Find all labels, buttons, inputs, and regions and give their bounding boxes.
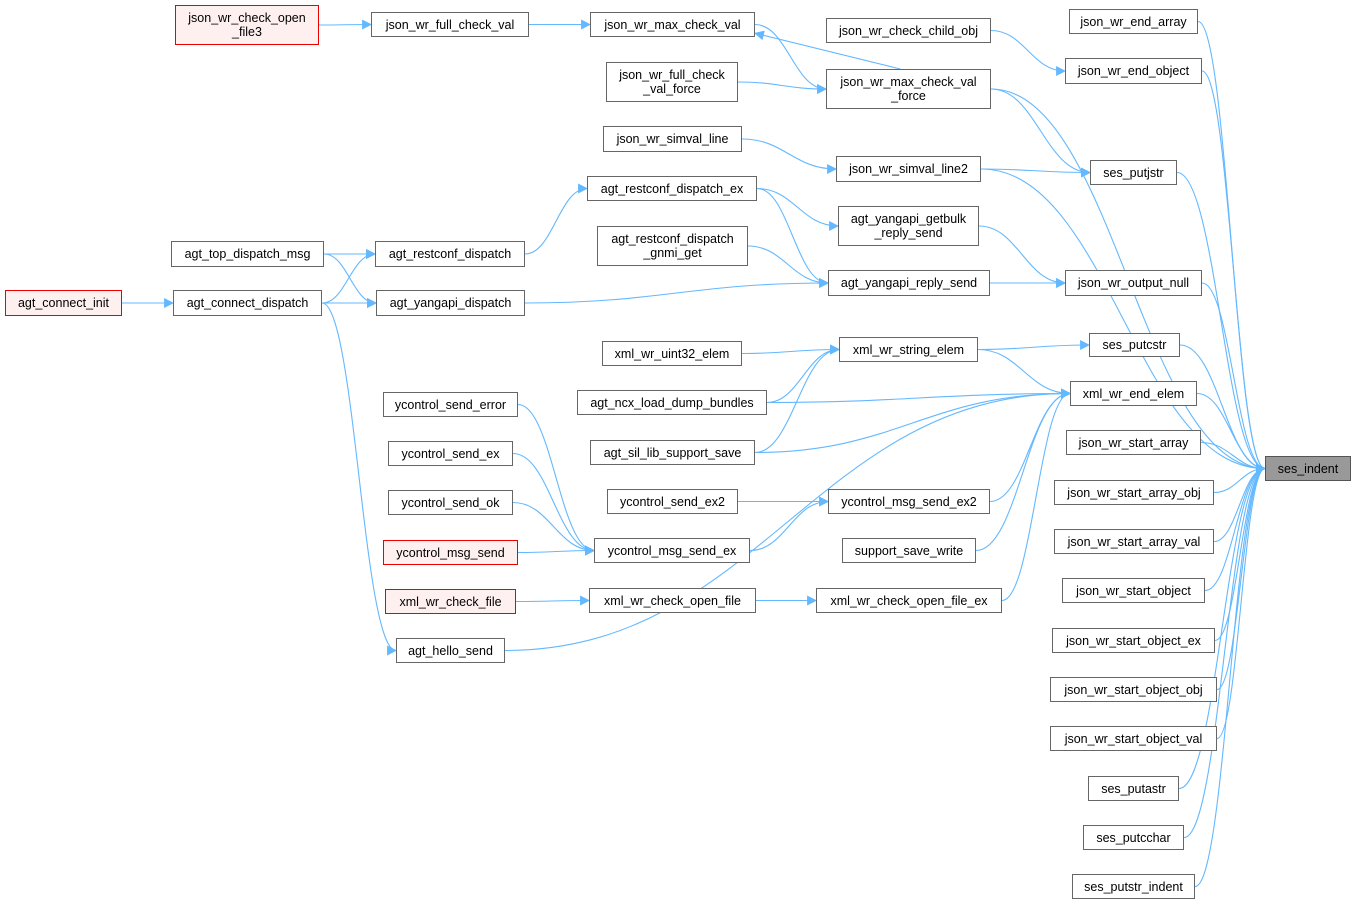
node-json-wr-output-null[interactable]: json_wr_output_null xyxy=(1065,270,1202,296)
edge-json_wr_max_check_val-to-json_wr_max_check_val_force xyxy=(754,23,827,94)
edge-agt_restconf_dispatch_ex-to-agt_yangapi_getbulk_reply_send xyxy=(756,187,839,231)
edge-json_wr_output_null-to-ses_indent xyxy=(1201,282,1266,474)
node-xml-wr-string-elem[interactable]: xml_wr_string_elem xyxy=(839,337,978,362)
edge-xml_wr_string_elem-to-xml_wr_end_elem xyxy=(977,348,1071,399)
node-ycontrol-send-ex[interactable]: ycontrol_send_ex xyxy=(388,441,513,466)
node-ses-indent[interactable]: ses_indent xyxy=(1265,456,1351,481)
node-json-wr-max-check-val[interactable]: json_wr_max_check_val xyxy=(590,12,755,37)
edge-agt_restconf_dispatch_ex-to-agt_yangapi_reply_send xyxy=(756,187,829,288)
edge-json_wr_simval_line-to-json_wr_simval_line2 xyxy=(741,138,837,174)
node-json-wr-start-array-obj[interactable]: json_wr_start_array_obj xyxy=(1054,480,1214,505)
node-json-wr-end-object[interactable]: json_wr_end_object xyxy=(1065,58,1202,84)
node-agt-ncx-load-dump-bundles[interactable]: agt_ncx_load_dump_bundles xyxy=(577,390,767,415)
edge-json_wr_end_object-to-ses_indent xyxy=(1201,70,1266,474)
edge-json_wr_max_check_val_force-to-json_wr_max_check_val xyxy=(754,30,901,70)
edge-agt_restconf_dispatch_gnmi_get-to-agt_yangapi_reply_send xyxy=(747,245,829,288)
edge-ycontrol_send_error-to-ycontrol_msg_send_ex xyxy=(517,403,595,556)
node-json-wr-start-object-obj[interactable]: json_wr_start_object_obj xyxy=(1050,677,1217,702)
edge-json_wr_start_object_ex-to-ses_indent xyxy=(1214,463,1266,642)
node-ses-putjstr[interactable]: ses_putjstr xyxy=(1090,160,1177,185)
node-ses-putcstr[interactable]: ses_putcstr xyxy=(1089,333,1180,357)
edge-agt_top_dispatch_msg-to-agt_yangapi_dispatch xyxy=(323,253,377,308)
node-ses-putcchar[interactable]: ses_putcchar xyxy=(1083,825,1184,850)
edge-json_wr_simval_line2-to-ses_indent xyxy=(980,168,1266,474)
node-json-wr-simval-line2[interactable]: json_wr_simval_line2 xyxy=(836,156,981,182)
node-ycontrol-msg-send-ex2[interactable]: ycontrol_msg_send_ex2 xyxy=(828,489,990,514)
node-json-wr-full-check-val[interactable]: json_wr_full_check_val xyxy=(371,12,529,37)
node-xml-wr-check-file[interactable]: xml_wr_check_file xyxy=(385,589,516,614)
edge-support_save_write-to-xml_wr_end_elem xyxy=(975,388,1071,552)
edge-json_wr_check_child_obj-to-json_wr_end_object xyxy=(990,29,1066,76)
node-ycontrol-send-ex2[interactable]: ycontrol_send_ex2 xyxy=(607,489,738,514)
edge-ses_putstr_indent-to-ses_indent xyxy=(1194,463,1266,888)
node-agt-yangapi-dispatch[interactable]: agt_yangapi_dispatch xyxy=(376,290,525,316)
node-json-wr-full-check-val-force[interactable]: json_wr_full_check _val_force xyxy=(606,62,738,102)
node-ses-putstr-indent[interactable]: ses_putstr_indent xyxy=(1072,874,1195,899)
edge-agt_connect_dispatch-to-agt_hello_send xyxy=(321,302,397,656)
edge-agt_hello_send-to-xml_wr_end_elem xyxy=(504,388,1071,652)
edge-ycontrol_send_ex-to-ycontrol_msg_send_ex xyxy=(512,452,595,556)
edge-agt_yangapi_dispatch-to-agt_yangapi_reply_send xyxy=(524,278,829,304)
node-agt-yangapi-getbulk-reply-send[interactable]: agt_yangapi_getbulk _reply_send xyxy=(838,206,979,246)
edge-json_wr_check_open_file3-to-json_wr_full_check_val xyxy=(318,19,372,30)
node-json-wr-check-child-obj[interactable]: json_wr_check_child_obj xyxy=(826,18,991,43)
edge-json_wr_start_object-to-ses_indent xyxy=(1204,463,1266,592)
node-xml-wr-end-elem[interactable]: xml_wr_end_elem xyxy=(1070,381,1197,406)
node-xml-wr-check-open-file-ex[interactable]: xml_wr_check_open_file_ex xyxy=(816,588,1002,613)
node-json-wr-simval-line[interactable]: json_wr_simval_line xyxy=(603,126,742,152)
node-ycontrol-msg-send[interactable]: ycontrol_msg_send xyxy=(383,540,518,565)
edge-json_wr_start_object_val-to-ses_indent xyxy=(1216,463,1266,740)
node-agt-restconf-dispatch-ex[interactable]: agt_restconf_dispatch_ex xyxy=(587,176,757,201)
node-json-wr-end-array[interactable]: json_wr_end_array xyxy=(1069,9,1198,34)
node-support-save-write[interactable]: support_save_write xyxy=(842,538,976,563)
edge-ycontrol_msg_send-to-ycontrol_msg_send_ex xyxy=(517,545,595,556)
node-json-wr-start-object-ex[interactable]: json_wr_start_object_ex xyxy=(1052,628,1215,653)
node-agt-hello-send[interactable]: agt_hello_send xyxy=(396,638,505,663)
node-agt-connect-init[interactable]: agt_connect_init xyxy=(5,290,122,316)
edge-ycontrol_send_ok-to-ycontrol_msg_send_ex xyxy=(512,501,595,556)
edge-json_wr_max_check_val_force-to-ses_putjstr xyxy=(990,88,1091,178)
edge-ses_putjstr-to-ses_indent xyxy=(1176,171,1266,474)
edge-ses_putcchar-to-ses_indent xyxy=(1183,463,1266,839)
node-xml-wr-uint32-elem[interactable]: xml_wr_uint32_elem xyxy=(602,341,742,366)
edge-xml_wr_check_open_file_ex-to-xml_wr_end_elem xyxy=(1001,388,1071,602)
node-json-wr-check-open-file3[interactable]: json_wr_check_open _file3 xyxy=(175,5,319,45)
node-json-wr-start-array-val[interactable]: json_wr_start_array_val xyxy=(1054,529,1214,554)
edge-agt_yangapi_getbulk_reply_send-to-json_wr_output_null xyxy=(978,225,1066,288)
edge-json_wr_start_object_obj-to-ses_indent xyxy=(1216,463,1266,691)
node-agt-restconf-dispatch[interactable]: agt_restconf_dispatch xyxy=(375,241,525,267)
node-ses-putastr[interactable]: ses_putastr xyxy=(1088,776,1179,801)
node-ycontrol-msg-send-ex[interactable]: ycontrol_msg_send_ex xyxy=(594,538,750,563)
node-json-wr-start-array[interactable]: json_wr_start_array xyxy=(1066,430,1201,455)
edge-json_wr_start_array-to-ses_indent xyxy=(1200,441,1266,474)
edge-agt_ncx_load_dump_bundles-to-xml_wr_string_elem xyxy=(766,344,840,404)
edge-xml_wr_string_elem-to-ses_putcstr xyxy=(977,340,1090,351)
edge-agt_connect_dispatch-to-agt_restconf_dispatch xyxy=(321,249,376,304)
edge-xml_wr_check_file-to-xml_wr_check_open_file xyxy=(515,595,590,606)
node-agt-connect-dispatch[interactable]: agt_connect_dispatch xyxy=(173,290,322,316)
edge-ses_putastr-to-ses_indent xyxy=(1178,463,1266,790)
node-json-wr-start-object[interactable]: json_wr_start_object xyxy=(1062,578,1205,603)
node-agt-yangapi-reply-send[interactable]: agt_yangapi_reply_send xyxy=(828,270,990,296)
edge-xml_wr_uint32_elem-to-xml_wr_string_elem xyxy=(741,344,840,355)
node-agt-top-dispatch-msg[interactable]: agt_top_dispatch_msg xyxy=(171,241,324,267)
node-agt-restconf-dispatch-gnmi-get[interactable]: agt_restconf_dispatch _gnmi_get xyxy=(597,226,748,266)
edge-agt_restconf_dispatch-to-agt_restconf_dispatch_ex xyxy=(524,183,588,255)
edge-json_wr_simval_line2-to-ses_putjstr xyxy=(980,167,1091,178)
edge-agt_ncx_load_dump_bundles-to-xml_wr_end_elem xyxy=(766,388,1071,404)
edge-json_wr_full_check_val_force-to-json_wr_max_check_val_force xyxy=(737,81,827,94)
node-json-wr-max-check-val-force[interactable]: json_wr_max_check_val _force xyxy=(826,69,991,109)
node-json-wr-start-object-val[interactable]: json_wr_start_object_val xyxy=(1050,726,1217,751)
node-ycontrol-send-error[interactable]: ycontrol_send_error xyxy=(383,392,518,417)
edge-agt_sil_lib_support_save-to-xml_wr_end_elem xyxy=(754,388,1071,454)
node-ycontrol-send-ok[interactable]: ycontrol_send_ok xyxy=(388,490,513,515)
edge-agt_sil_lib_support_save-to-xml_wr_string_elem xyxy=(754,344,840,454)
edge-ycontrol_msg_send_ex-to-ycontrol_msg_send_ex2 xyxy=(749,496,829,552)
edge-xml_wr_end_elem-to-ses_indent xyxy=(1196,392,1266,474)
node-agt-sil-lib-support-save[interactable]: agt_sil_lib_support_save xyxy=(590,440,755,465)
node-xml-wr-check-open-file[interactable]: xml_wr_check_open_file xyxy=(589,588,756,613)
